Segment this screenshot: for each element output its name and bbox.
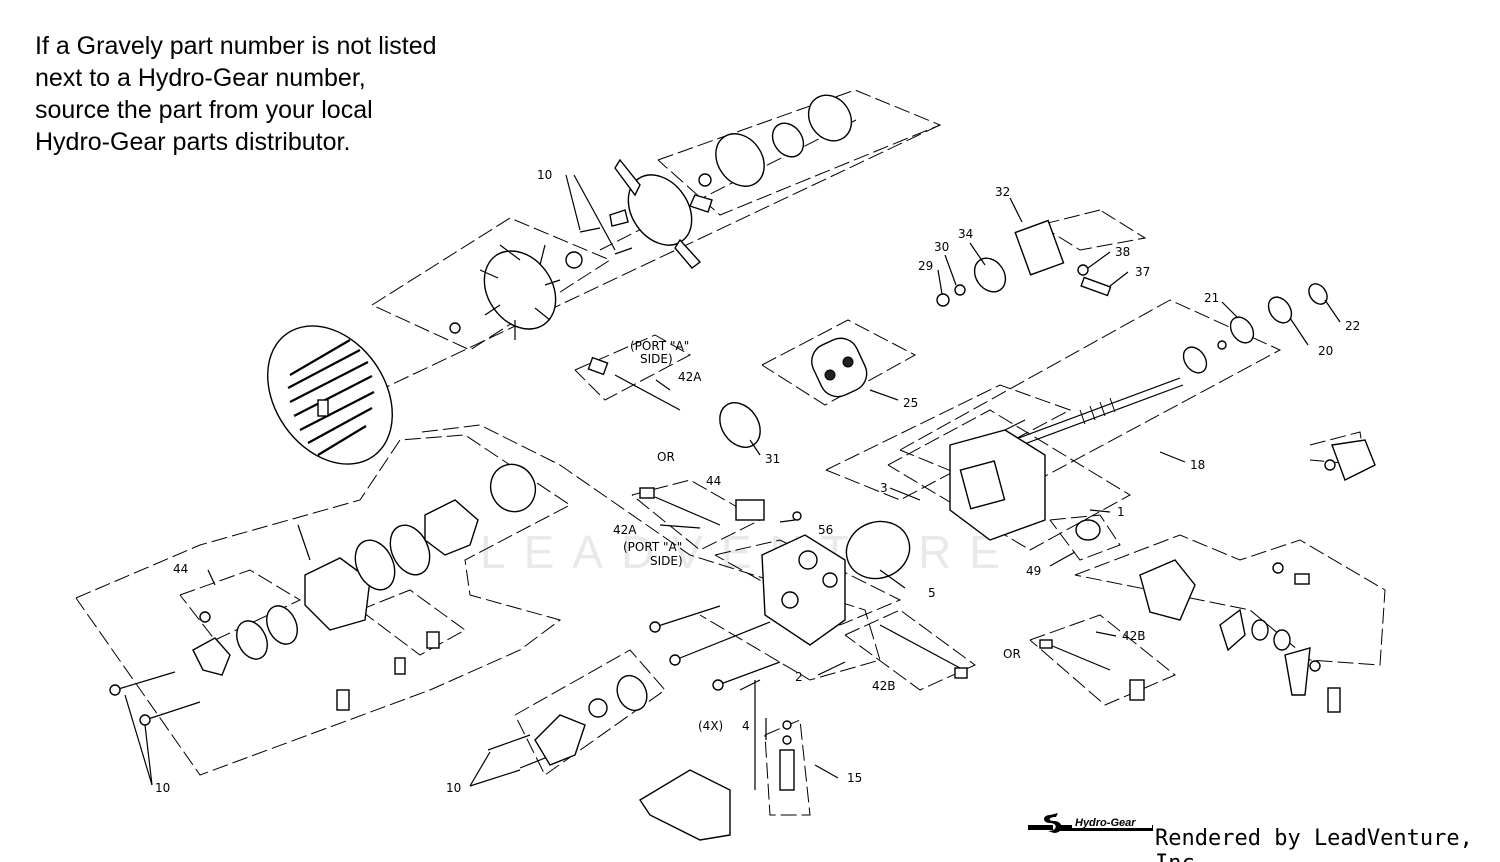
lower-cover: [534, 674, 648, 766]
leader-lines: [124, 174, 1341, 787]
callout-42b-mid: 42B: [872, 679, 896, 693]
bypass-valve: [779, 720, 795, 791]
callout-38: 38: [1115, 245, 1130, 259]
parts-note: If a Gravely part number is not listed n…: [35, 32, 437, 156]
callout-4: 4: [742, 719, 750, 733]
callout-37: 37: [1135, 265, 1150, 279]
spider-bracket: [579, 158, 713, 269]
callout-10-bottom: 10: [446, 781, 461, 795]
callout-56: 56: [818, 523, 833, 537]
cooling-fan: [449, 244, 583, 340]
callout-32: 32: [995, 185, 1010, 199]
check-valves: [587, 356, 1111, 679]
callout-1: 1: [1117, 505, 1125, 519]
center-block: [761, 511, 911, 646]
callout-42a-mid: 42A: [613, 523, 637, 537]
cylinder-block: [719, 337, 868, 448]
left-end-cap: [192, 463, 537, 711]
callout-3: 3: [880, 481, 888, 495]
port-a-label-mid-2: SIDE): [650, 554, 683, 568]
top-cover-parts: [698, 94, 853, 187]
control-arm: [1075, 439, 1376, 713]
callout-10-top: 10: [537, 168, 552, 182]
bolts: [109, 605, 781, 769]
callout-18: 18: [1190, 458, 1205, 472]
rendered-by: Rendered by LeadVenture, Inc.: [1155, 826, 1473, 862]
callout-42a-top: 42A: [678, 370, 702, 384]
port-a-label-top-1: (PORT "A": [630, 339, 689, 353]
main-housing: [949, 419, 1046, 541]
upper-right-parts: [936, 219, 1328, 374]
callout-20: 20: [1318, 344, 1333, 358]
brand-name: Hydro-Gear: [1075, 817, 1136, 829]
fan-housing: [267, 325, 393, 465]
callout-5: 5: [928, 586, 936, 600]
callout-34: 34: [958, 227, 973, 241]
hydro-gear-logo: Hydro-Gear: [1028, 813, 1153, 833]
callout-25: 25: [903, 396, 918, 410]
callout-15: 15: [847, 771, 862, 785]
input-shaft: [999, 377, 1184, 453]
callout-30: 30: [934, 240, 949, 254]
callout-31: 31: [765, 452, 780, 466]
callout-29: 29: [918, 259, 933, 273]
callout-49: 49: [1026, 564, 1041, 578]
callout-labels: 10 32 30 34 29 38 37 21 22 20 25 (PORT "…: [155, 168, 1360, 795]
callout-4x: (4X): [698, 719, 723, 733]
callout-21: 21: [1204, 291, 1219, 305]
callout-44-mid: 44: [706, 474, 721, 488]
or-label-right: OR: [1003, 647, 1021, 661]
callout-44-left: 44: [173, 562, 188, 576]
port-a-label-top-2: SIDE): [640, 352, 673, 366]
port-a-label-mid-1: (PORT "A": [623, 540, 682, 554]
callout-10-left: 10: [155, 781, 170, 795]
mount-bracket: [639, 680, 756, 841]
callout-2: 2: [795, 670, 803, 684]
callout-42b-right: 42B: [1122, 629, 1146, 643]
callout-22: 22: [1345, 319, 1360, 333]
or-label-top: OR: [657, 450, 675, 464]
assembly-outlines: [75, 89, 1386, 816]
